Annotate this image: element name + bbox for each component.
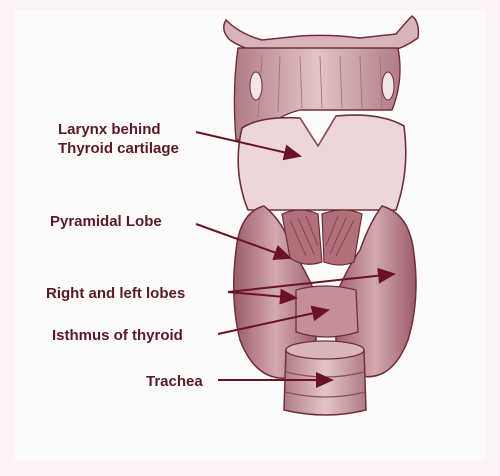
membrane-notch-right [382, 72, 394, 100]
label-trachea: Trachea [146, 372, 203, 391]
label-isthmus: Isthmus of thyroid [52, 326, 183, 345]
label-pyramidal-lobe: Pyramidal Lobe [50, 212, 162, 231]
trachea-ring-top [286, 341, 364, 359]
label-larynx-line2: Thyroid cartilage [58, 139, 179, 158]
trachea [284, 350, 366, 415]
membrane-notch-left [250, 72, 262, 100]
label-larynx-line1: Larynx behind [58, 120, 179, 139]
thyroid-cartilage [238, 115, 406, 210]
isthmus [296, 286, 358, 337]
label-right-left-lobes: Right and left lobes [46, 284, 185, 303]
label-larynx: Larynx behind Thyroid cartilage [58, 120, 179, 158]
